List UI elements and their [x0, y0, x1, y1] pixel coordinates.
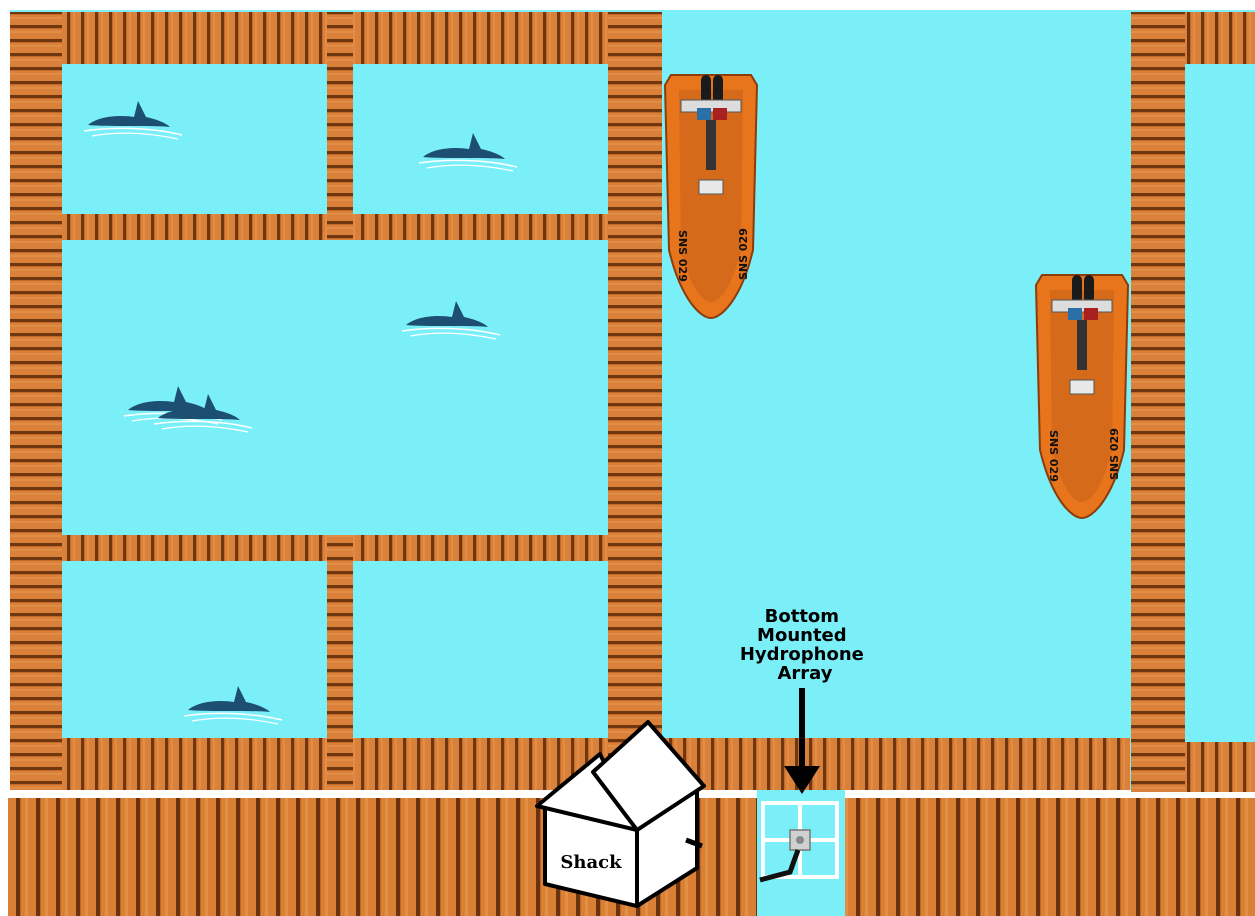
- dock-right: [1131, 12, 1185, 792]
- dock-bottom-right: [1185, 742, 1255, 792]
- hydrophone-label: Bottom Mounted Hydrophone Array: [740, 606, 870, 684]
- boat-hull-id-left: SNS 029: [676, 230, 689, 282]
- dock-center-lower: [327, 535, 353, 790]
- dolphin-icon: [183, 686, 283, 725]
- boat-hull-id-right: SNS 029: [737, 228, 750, 280]
- hydrophone-label-line-4: Array: [777, 663, 832, 684]
- boat-icon: SNS 029 SNS 029: [1034, 274, 1130, 520]
- boat-icon: SNS 029 SNS 029: [663, 74, 759, 320]
- dolphin-icon: [83, 101, 183, 140]
- dolphin-group: [83, 101, 518, 725]
- hydrophone-array-icon: [759, 801, 839, 883]
- hydrophone-label-line-1: Bottom: [765, 606, 839, 627]
- dolphin-icon: [153, 394, 253, 433]
- hydrophone-label-line-2: Mounted: [757, 625, 847, 646]
- dock-left: [10, 12, 62, 790]
- dolphin-icon: [401, 301, 501, 340]
- dock-main: [608, 12, 662, 790]
- hydrophone-label-line-3: Hydrophone: [740, 644, 864, 665]
- bottom-deck-right: [845, 798, 1255, 916]
- dock-center-upper: [327, 12, 353, 240]
- boat-hull-id-right: SNS 029: [1108, 428, 1121, 480]
- boat-hull-id-left: SNS 029: [1047, 430, 1060, 482]
- dock-top-right: [1185, 12, 1255, 64]
- dolphin-icon: [418, 133, 518, 172]
- shack-icon: [535, 720, 706, 908]
- arrow-down-icon: [784, 688, 820, 794]
- shack-label: Shack: [560, 852, 622, 873]
